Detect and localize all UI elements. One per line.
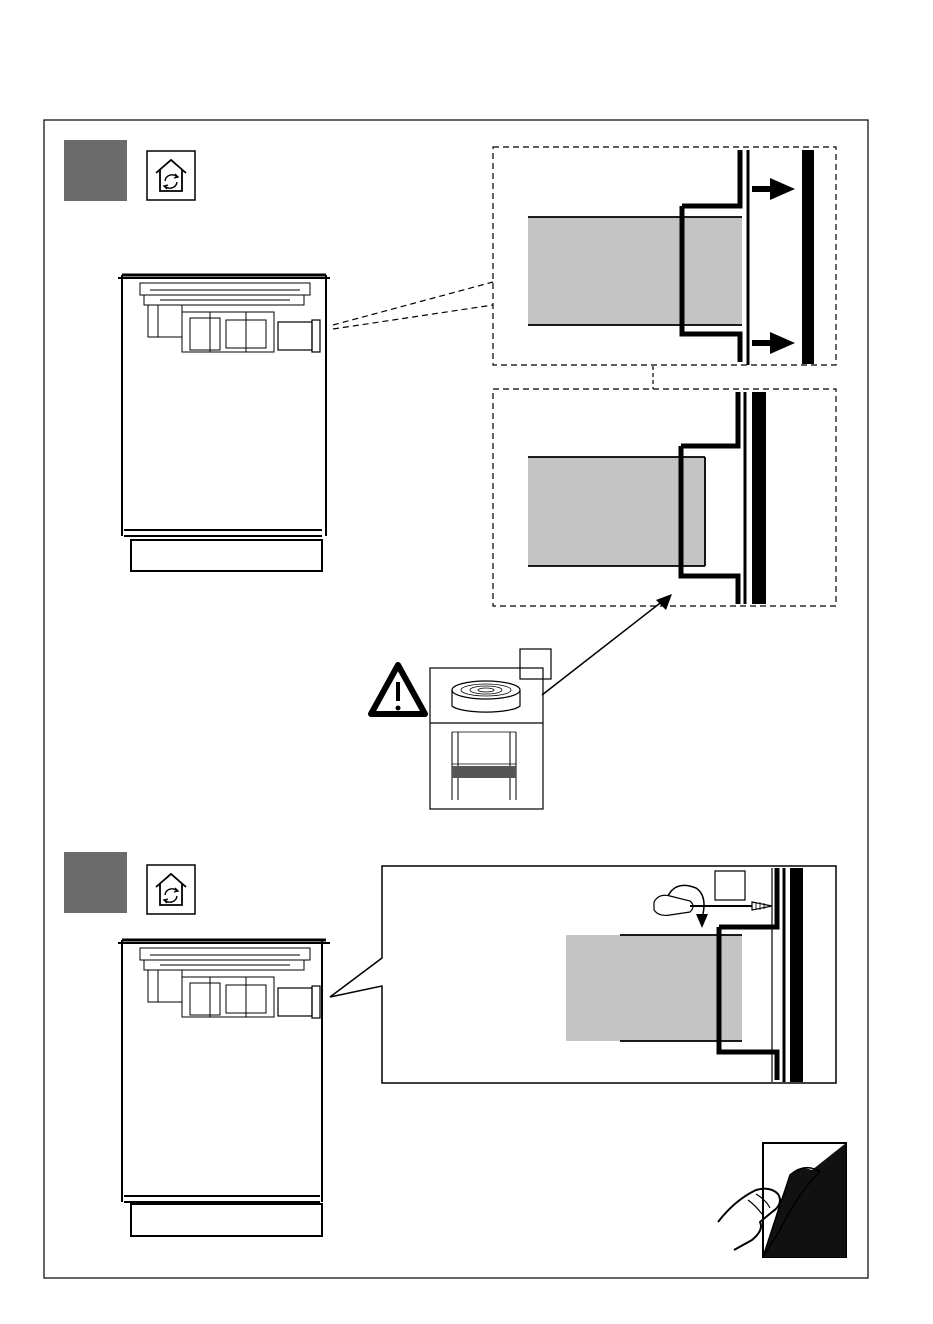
step-2 xyxy=(64,852,836,1236)
duct-section xyxy=(566,935,742,1041)
step-1-number-box xyxy=(64,140,127,201)
hob-extraction-unit xyxy=(140,283,310,352)
detail-duct-screw-fixing xyxy=(330,866,836,1083)
duct-section xyxy=(528,457,705,566)
sealing-tape-roll-icon xyxy=(452,681,520,712)
screwdriver-icon xyxy=(654,895,772,915)
sealing-tape-part-box xyxy=(430,649,551,809)
air-recirculation-house-icon xyxy=(147,151,195,200)
exhaust-duct-stub xyxy=(278,988,312,1016)
part-number-box xyxy=(520,649,551,679)
wall xyxy=(752,392,766,604)
exhaust-duct-stub xyxy=(278,322,312,350)
push-arrow-lower xyxy=(752,332,795,354)
warning-triangle-icon xyxy=(371,665,425,714)
air-recirculation-house-icon xyxy=(147,865,195,914)
step-2-number-box xyxy=(64,852,127,913)
hob-extraction-unit xyxy=(140,948,310,1017)
wall xyxy=(802,150,814,364)
tape-wrapped-duct-icon xyxy=(452,732,516,800)
kitchen-cabinet-with-hob xyxy=(118,275,330,571)
push-arrow-upper xyxy=(752,178,795,200)
step-1 xyxy=(64,140,836,809)
detail-duct-sealed-against-wall xyxy=(493,389,836,606)
kitchen-cabinet-with-hob xyxy=(118,940,330,1236)
turn-page-icon xyxy=(718,1143,846,1257)
part-number-box xyxy=(715,871,745,900)
detail-duct-push-toward-wall xyxy=(493,147,836,365)
wall xyxy=(790,868,803,1082)
duct-section xyxy=(528,217,742,325)
page-frame xyxy=(44,120,868,1278)
